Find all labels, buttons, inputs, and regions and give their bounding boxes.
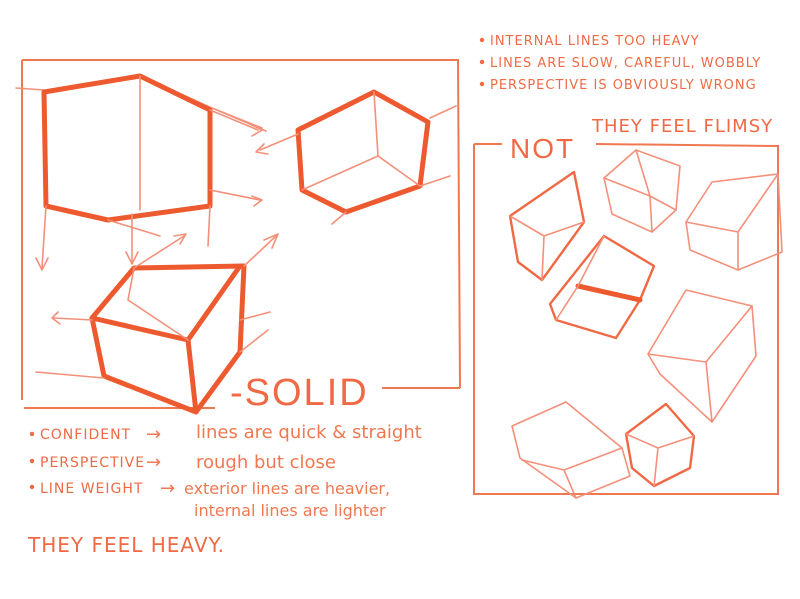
solid-point-note: lines are quick & straight <box>196 422 422 443</box>
solid-points: CONFIDENT → lines are quick & straight P… <box>29 422 422 520</box>
bullet-dot <box>29 484 35 490</box>
bullet-dot <box>479 59 485 65</box>
flimsy-cube-7 <box>624 402 696 488</box>
not-bullet: LINES ARE SLOW, CAREFUL, WOBBLY <box>490 56 761 71</box>
solid-point-note: exterior lines are heavier, <box>184 479 390 498</box>
solid-point-term: PERSPECTIVE <box>40 455 145 471</box>
arrow-icon: → <box>160 478 175 499</box>
solid-point-note: rough but close <box>196 452 336 473</box>
solid-feel-text: THEY FEEL HEAVY. <box>27 533 225 557</box>
not-bullet: INTERNAL LINES TOO HEAVY <box>490 34 700 49</box>
flimsy-cube-5 <box>647 289 757 423</box>
solid-extra-note: internal lines are lighter <box>194 501 386 520</box>
arrow-icon: → <box>146 452 161 473</box>
not-feel-text: THEY FEEL FLIMSY <box>591 116 773 137</box>
flimsy-cube-2 <box>603 149 681 233</box>
not-label: NOT <box>510 133 575 164</box>
solid-cube-large <box>15 73 267 271</box>
solid-cube-bottom <box>35 233 279 415</box>
solid-label: -SOLID <box>230 372 369 414</box>
flimsy-cube-3 <box>685 173 783 271</box>
solid-point-term: LINE WEIGHT <box>40 481 143 497</box>
arrow-icon: → <box>146 424 161 445</box>
bullet-dot <box>479 81 485 87</box>
bullet-dot <box>29 431 35 437</box>
flimsy-cube-4 <box>548 234 656 340</box>
not-bullet: PERSPECTIVE IS OBVIOUSLY WRONG <box>490 78 757 93</box>
bullet-dot <box>29 458 35 464</box>
not-panel-frame <box>473 143 779 495</box>
flimsy-cube-6 <box>511 401 631 499</box>
solid-cube-right <box>255 89 457 225</box>
bullet-dot <box>479 37 485 43</box>
not-bullets: INTERNAL LINES TOO HEAVY LINES ARE SLOW,… <box>479 34 761 93</box>
flimsy-cube-1 <box>508 170 586 282</box>
solid-panel-frame <box>21 59 461 409</box>
solid-point-term: CONFIDENT <box>40 427 131 443</box>
